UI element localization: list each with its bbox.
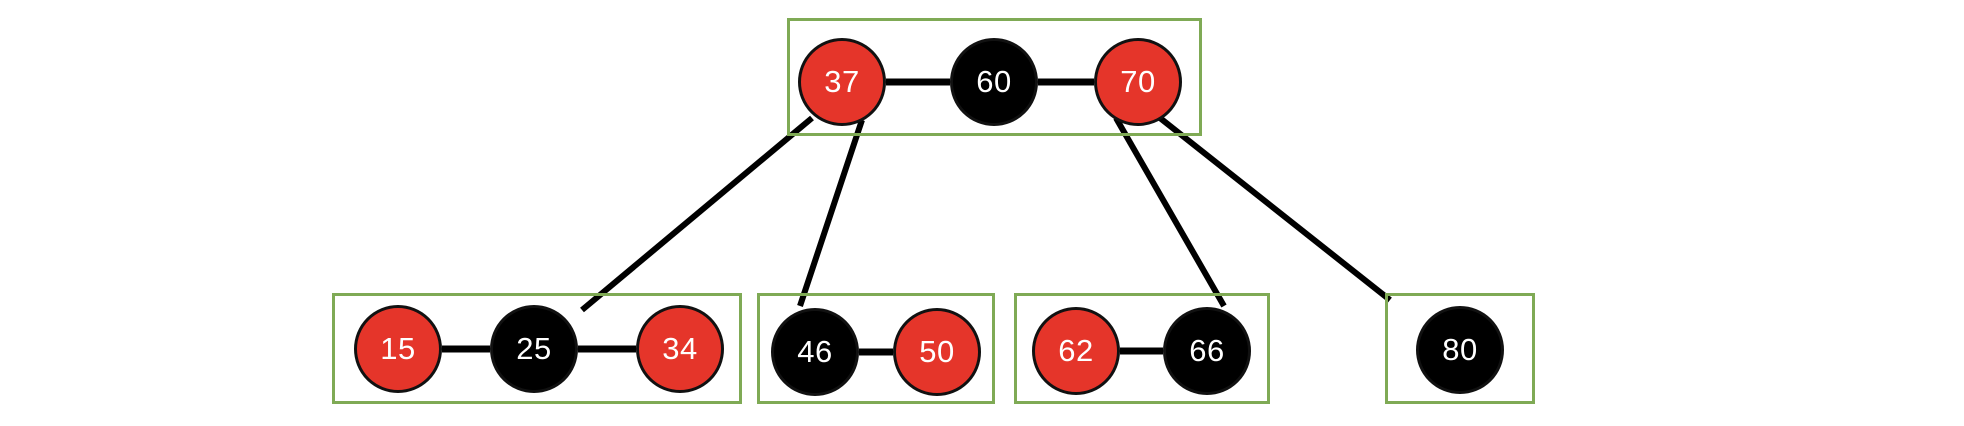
edge-70-to-group4 xyxy=(1158,115,1392,303)
tree-node-15[interactable]: 15 xyxy=(354,305,442,393)
tree-node-37[interactable]: 37 xyxy=(798,38,886,126)
tree-node-60[interactable]: 60 xyxy=(950,38,1038,126)
leaf-group-3-box xyxy=(1014,293,1270,404)
tree-node-label-66: 66 xyxy=(1189,332,1225,368)
tree-node-label-25: 25 xyxy=(516,330,552,366)
tree-node-80[interactable]: 80 xyxy=(1416,306,1504,394)
tree-node-66[interactable]: 66 xyxy=(1163,307,1251,395)
tree-node-label-50: 50 xyxy=(919,333,955,369)
leaf-group-1-box xyxy=(332,293,742,404)
tree-node-label-62: 62 xyxy=(1058,332,1094,368)
edge-37-to-group2 xyxy=(797,119,865,307)
tree-node-70[interactable]: 70 xyxy=(1094,38,1182,126)
tree-node-46[interactable]: 46 xyxy=(771,308,859,396)
edge-70-to-group3 xyxy=(1113,116,1227,308)
tree-node-label-34: 34 xyxy=(662,330,698,366)
edge-37-to-group1 xyxy=(580,115,814,313)
tree-node-62[interactable]: 62 xyxy=(1032,307,1120,395)
tree-node-label-15: 15 xyxy=(380,330,416,366)
tree-node-label-46: 46 xyxy=(797,333,833,369)
tree-node-label-37: 37 xyxy=(824,63,860,99)
tree-node-label-70: 70 xyxy=(1120,63,1156,99)
tree-node-50[interactable]: 50 xyxy=(893,308,981,396)
leaf-group-2-box xyxy=(757,293,995,404)
root-group-box xyxy=(787,18,1202,136)
tree-node-label-80: 80 xyxy=(1442,331,1478,367)
leaf-group-4-box xyxy=(1385,293,1535,404)
tree-node-34[interactable]: 34 xyxy=(636,305,724,393)
tree-node-label-60: 60 xyxy=(976,63,1012,99)
tree-node-25[interactable]: 25 xyxy=(490,305,578,393)
